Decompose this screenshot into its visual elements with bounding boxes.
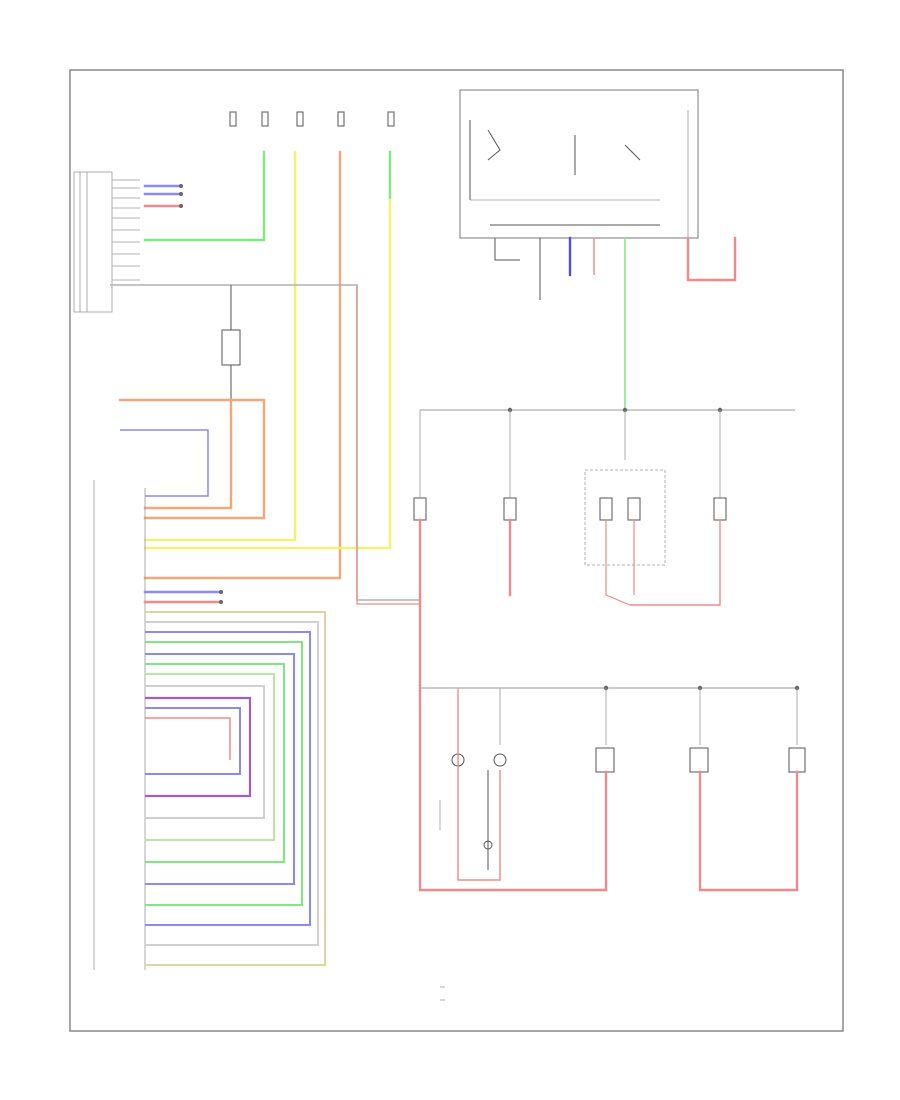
bottom-legend [440,986,445,1001]
wire-pink-sw1 [418,518,607,892]
connector-dot [219,600,223,604]
wire-yellow-right [143,198,392,550]
wire-harness-blue [145,631,311,926]
wire-pink-bus [356,285,420,605]
wire-black-box-2 [494,238,520,261]
switch-row-mid [413,469,727,566]
control-module-box [459,89,699,239]
wire-pink-sw4 [605,520,631,606]
wire-orange-relay [118,398,266,520]
connector-dot [179,184,183,188]
wire-harness-tan-2 [145,685,265,819]
top-fuses [229,111,395,127]
wire-pink-box [686,236,737,282]
lower-components [451,747,806,850]
wire-harness-red [145,717,231,760]
wire-harness-purple [145,696,252,798]
wire-green-top [143,150,266,242]
wire-harness-blue-3 [145,707,241,775]
wire-harness-tan [145,611,326,966]
wire-pink-sw3 [630,520,721,606]
wire-harness-green [145,641,303,906]
wire-pink-lower-3 [698,770,799,892]
left-mid-connector [93,480,146,970]
wire-harness-green-2 [145,663,285,863]
wire-orange-long [143,150,342,580]
connector-dot [219,590,223,594]
diagram-frame [69,69,844,1032]
wire-blue-relay [120,429,209,497]
wire-pink-lower-1 [457,690,501,881]
connector-dot [179,192,183,196]
connector-dot [179,204,183,208]
left-connector-block [73,171,140,313]
wire-orange-relay-2 [143,398,233,510]
wire-harness-blue-2 [145,653,295,885]
wire-harness-green-3 [145,673,275,841]
wire-harness-gray [145,621,319,946]
wire-yellow-long [143,150,297,542]
relay-left [221,285,241,400]
